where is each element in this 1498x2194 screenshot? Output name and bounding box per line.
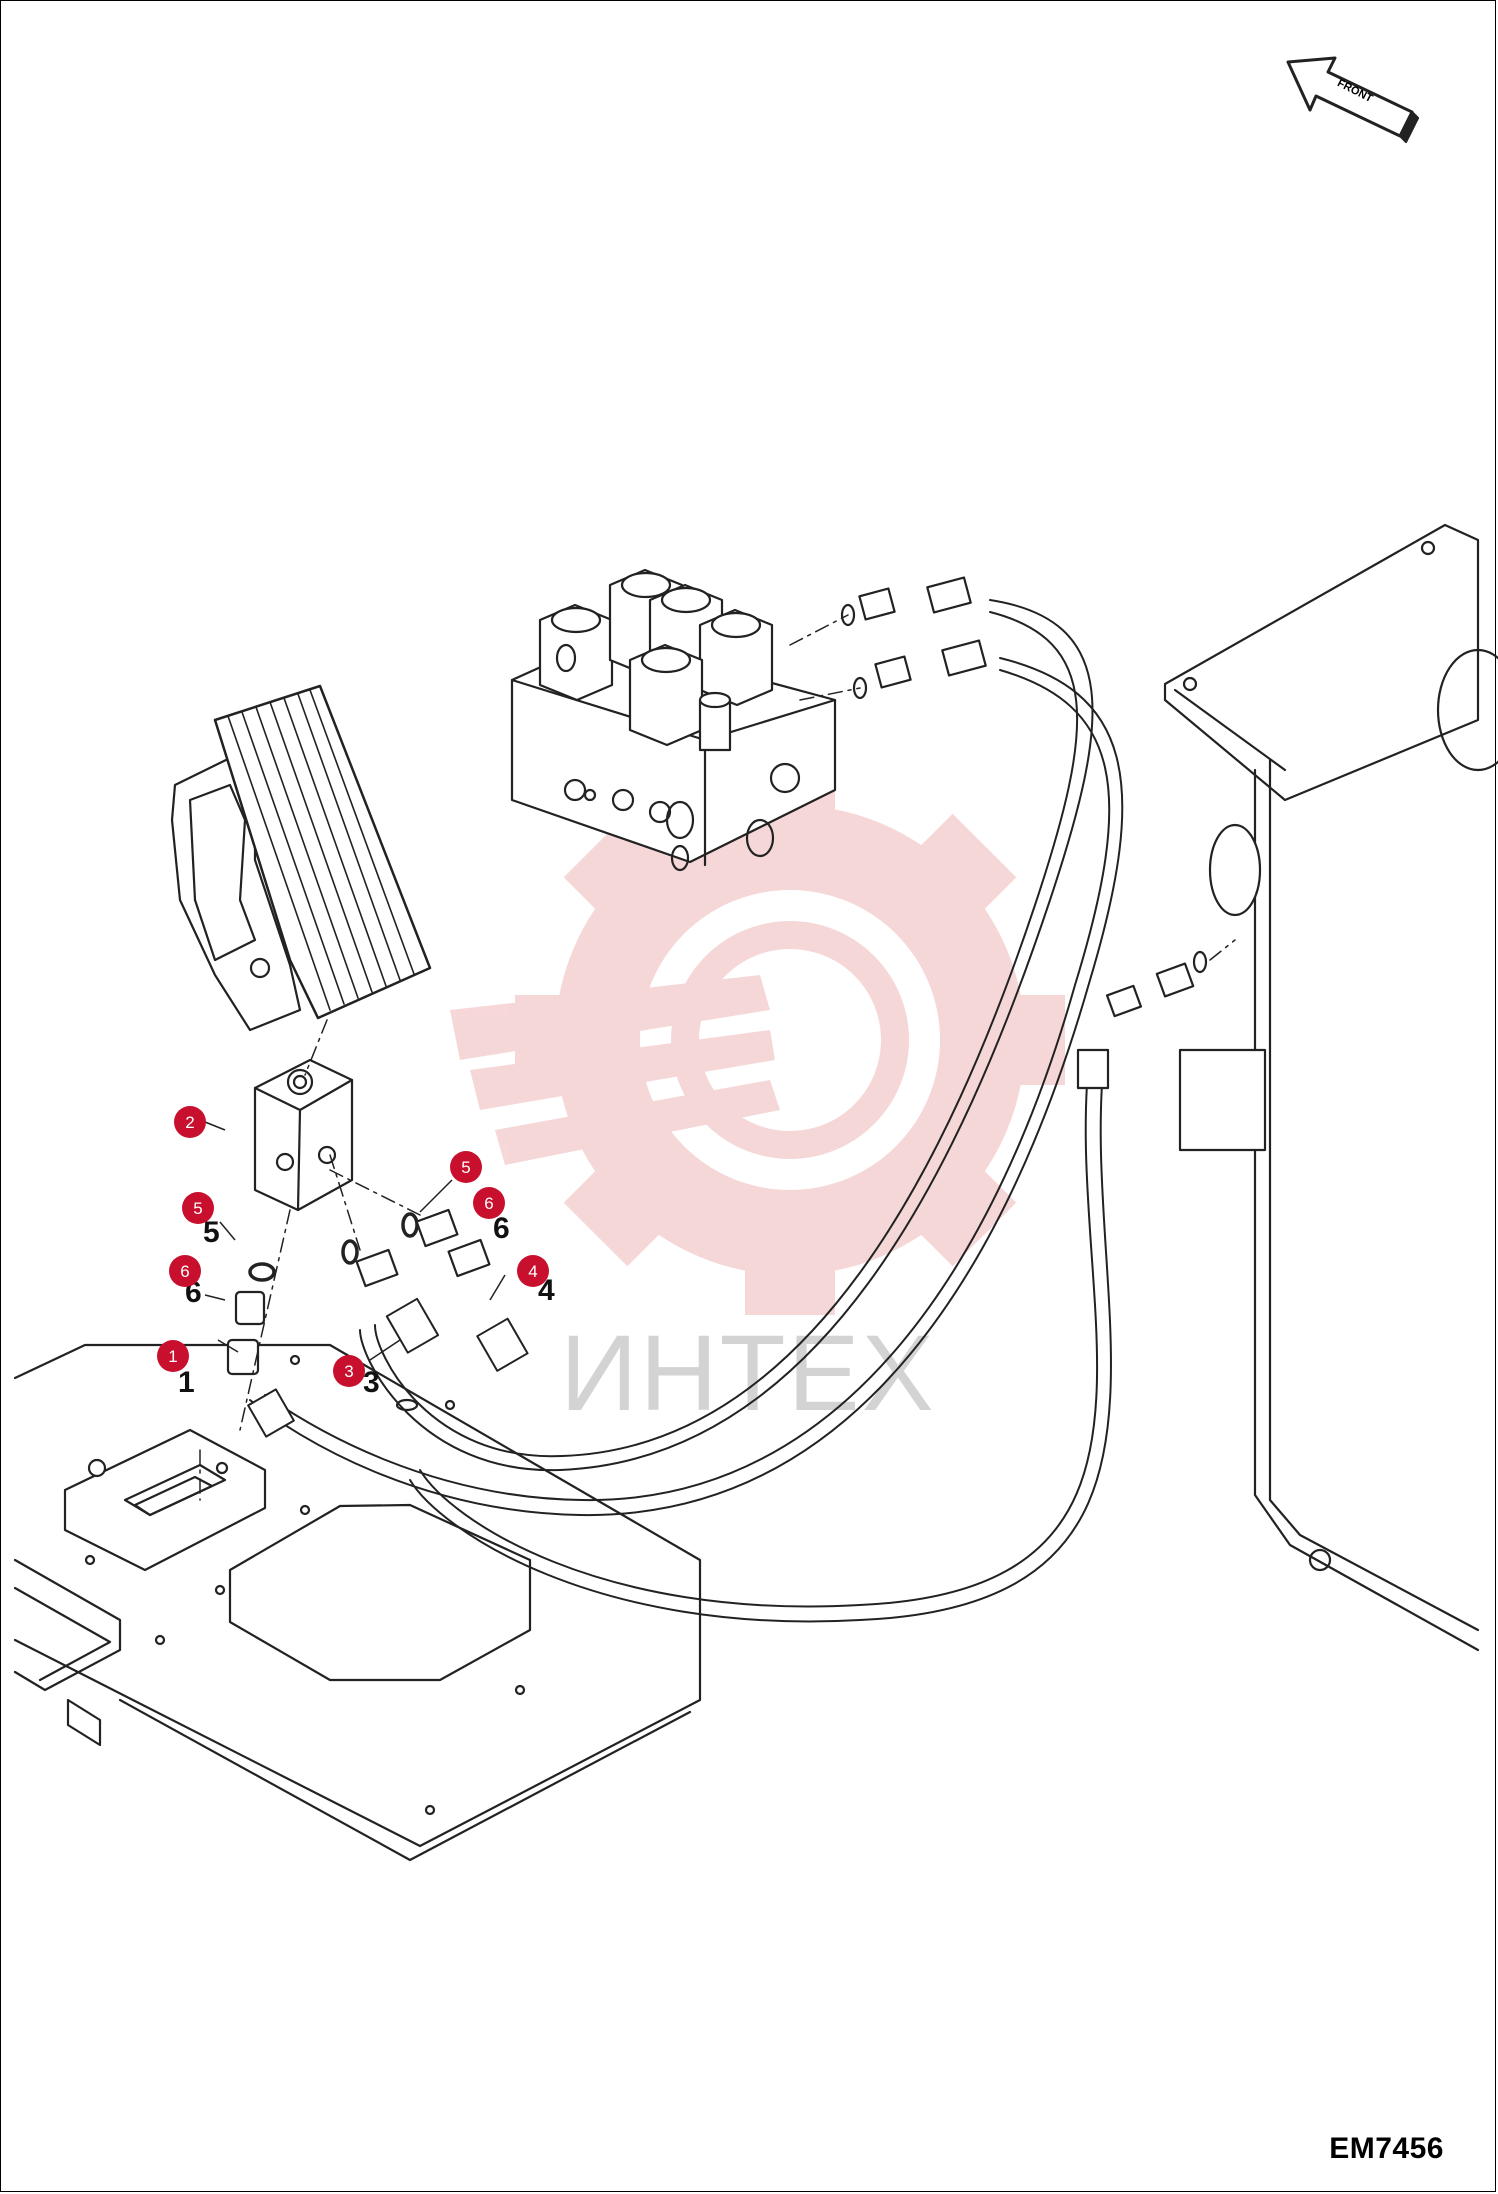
svg-text:4: 4 [528,1262,537,1281]
floor-plate [13,1343,702,1862]
pedal-mount-bracket [63,1428,267,1572]
pilot-valve [253,1058,354,1212]
solenoid-valve-block [510,568,837,872]
callout-1: 1 [157,1340,189,1372]
leader-number-6b: 6 [493,1212,510,1245]
callout-6b: 6 [473,1187,505,1219]
leader-number-3: 3 [363,1366,380,1399]
svg-text:5: 5 [461,1158,470,1177]
leader-number-5: 5 [203,1216,220,1249]
svg-text:1: 1 [168,1347,177,1366]
front-arrow-icon [1286,56,1420,144]
hydraulic-hoses [247,599,1124,1623]
svg-text:2: 2 [185,1113,194,1132]
watermark-logo: ИНТЕХ [450,765,1065,1433]
callout-2: 2 [174,1106,206,1138]
callout-5a: 5 [182,1192,214,1224]
svg-text:6: 6 [180,1262,189,1281]
pilot-fittings [226,1208,491,1376]
watermark-text: ИНТЕХ [560,1312,936,1433]
callout-3: 3 [333,1355,365,1387]
svg-text:5: 5 [193,1199,202,1218]
callouts: 1 2 3 4 5 5 6 6 [157,1106,549,1387]
svg-text:3: 3 [344,1362,353,1381]
assembly-center-lines [199,614,1236,1501]
callout-leaders [204,1121,506,1361]
callout-5b: 5 [450,1151,482,1183]
svg-text:6: 6 [484,1194,493,1213]
leader-number-1: 1 [178,1366,195,1399]
drawing-code: EM7456 [1329,2132,1444,2165]
foot-pedal [170,684,432,1032]
callout-4: 4 [517,1255,549,1287]
callout-6a: 6 [169,1255,201,1287]
hydraulic-tank [1163,523,1498,1652]
solenoid-fittings [840,576,1208,1018]
